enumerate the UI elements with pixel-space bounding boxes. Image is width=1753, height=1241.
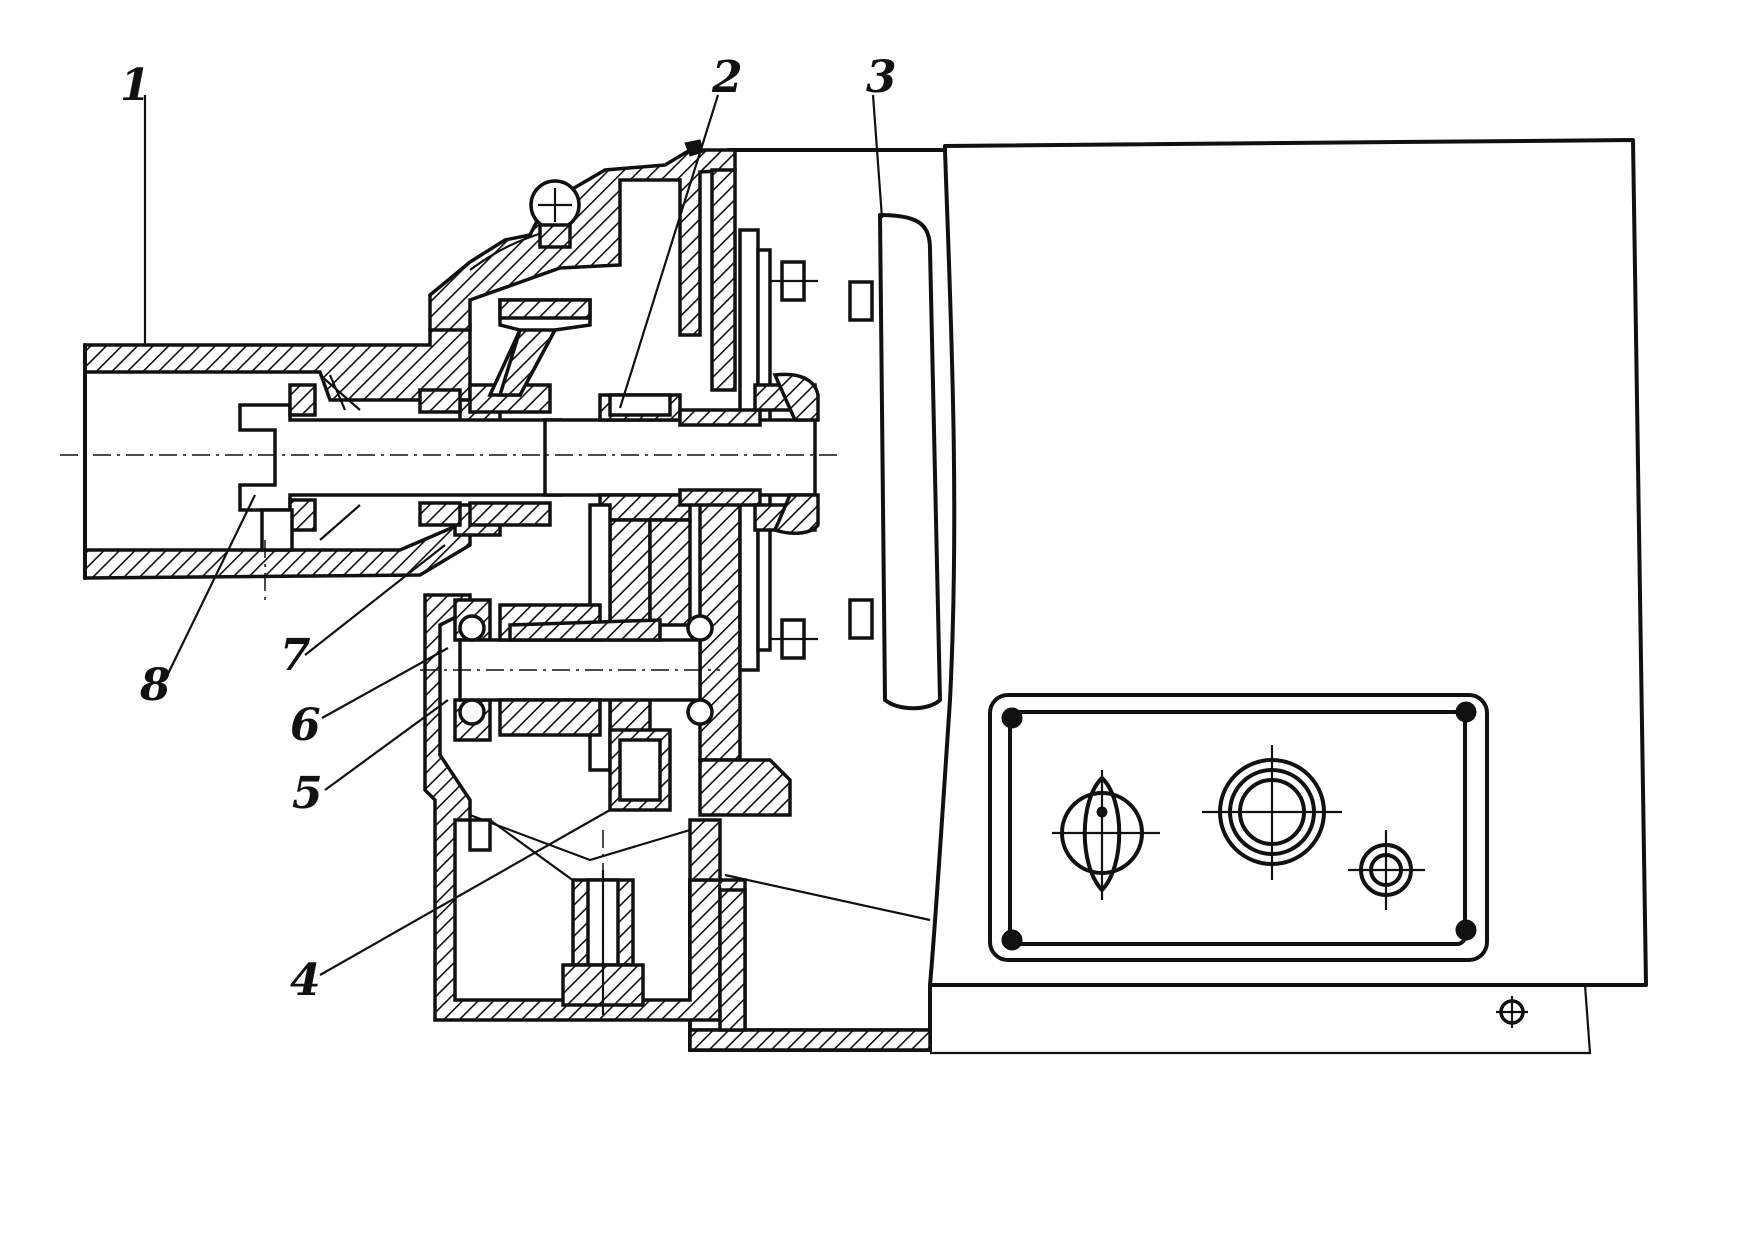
indicator-lamp-icon	[1348, 830, 1425, 910]
centerlines	[60, 454, 840, 1020]
leader-lines	[143, 94, 884, 976]
callout-labels: 1 2 3 4 5 6 7 8	[120, 52, 897, 1006]
control-panel	[988, 693, 1489, 962]
lower-gearbox-housing	[423, 593, 932, 1052]
breather-plug-icon	[529, 179, 581, 249]
drain-bolt-icon	[468, 818, 645, 1015]
mounting-bolt-icon	[1496, 996, 1528, 1028]
intermediate-shaft	[543, 372, 820, 536]
callout-8: 8	[139, 660, 171, 711]
push-button-icon	[1202, 745, 1342, 880]
rotary-switch-icon	[1052, 770, 1160, 900]
callout-6: 6	[290, 700, 321, 751]
callout-4: 4	[290, 955, 321, 1006]
input-shaft	[238, 374, 562, 552]
callout-3: 3	[866, 52, 897, 103]
upper-gear-cover	[428, 139, 737, 337]
lower-wheel	[469, 728, 691, 901]
callout-5: 5	[292, 768, 323, 819]
callout-2: 2	[711, 52, 743, 103]
bevel-gear-upper	[487, 298, 592, 397]
motor-flange-studs	[770, 260, 874, 660]
callout-7: 7	[280, 630, 311, 681]
motor-cabinet	[688, 138, 1648, 1055]
panel-screw-icons	[1001, 701, 1477, 951]
callout-1: 1	[120, 60, 151, 111]
